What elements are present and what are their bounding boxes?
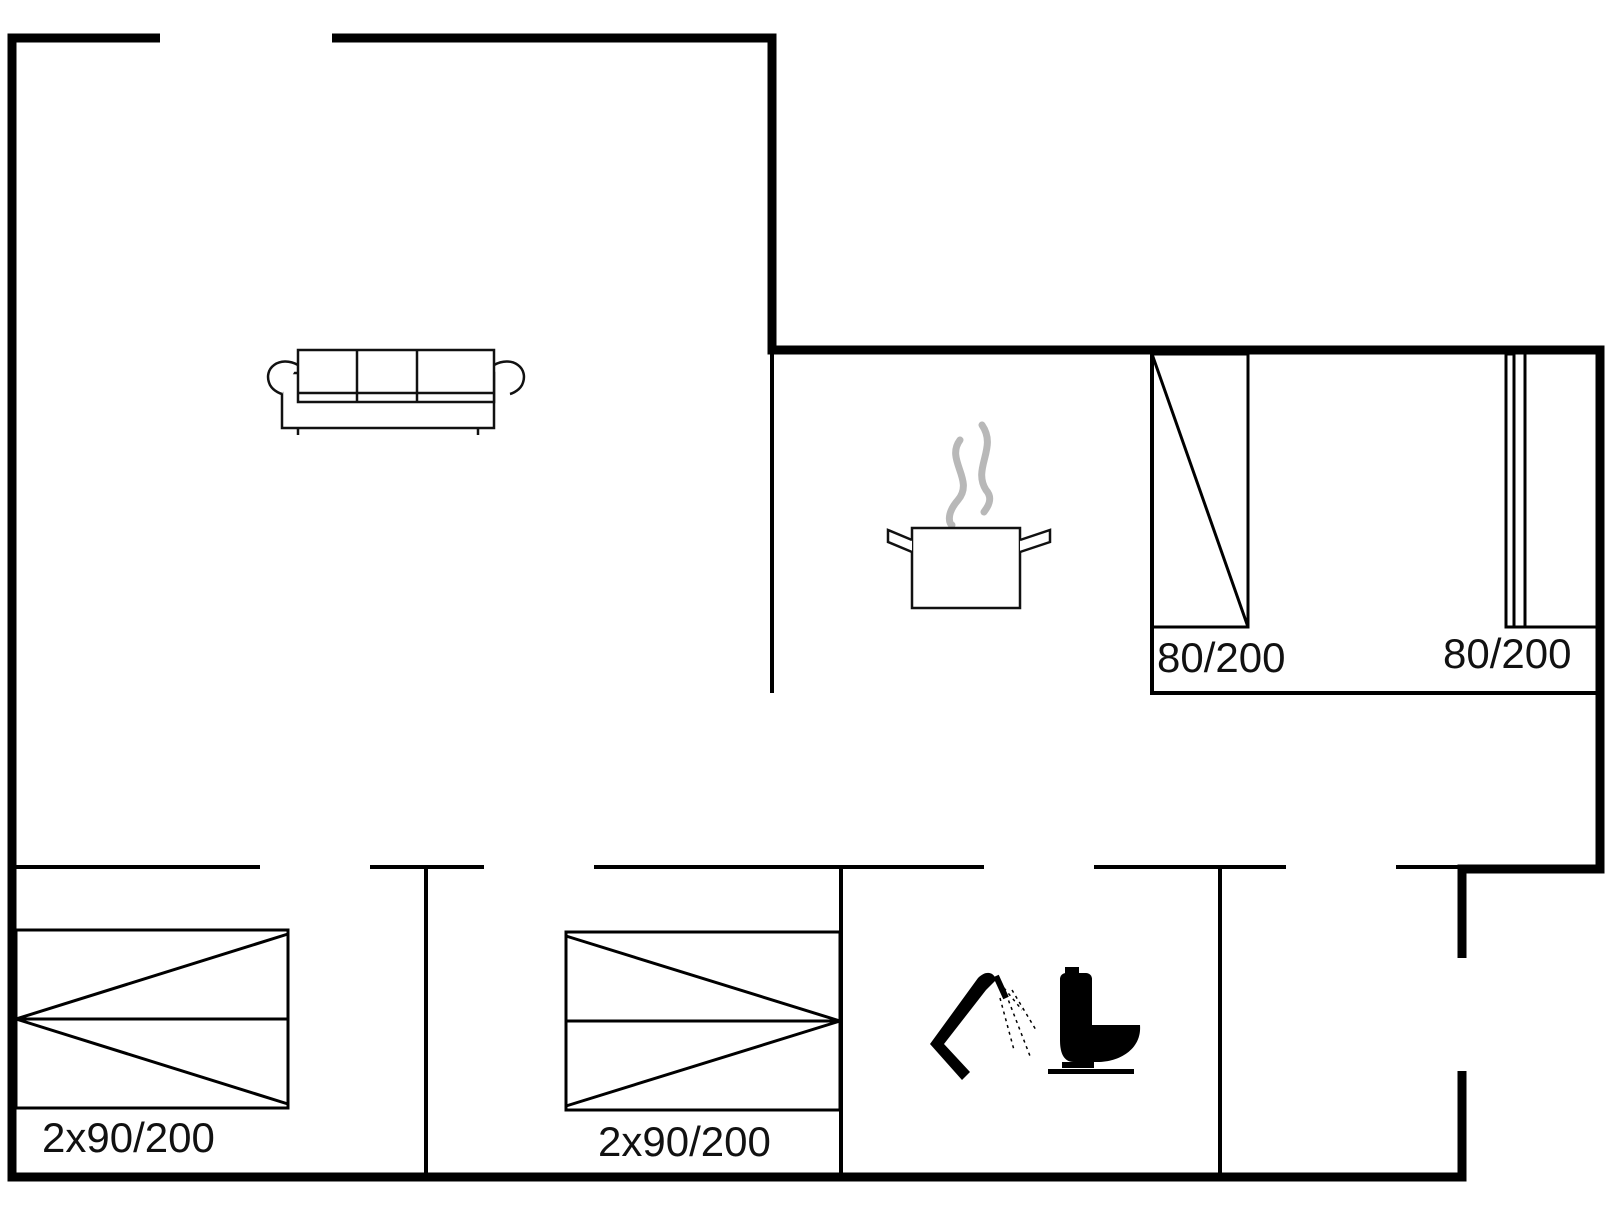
sofa-icon	[266, 348, 526, 435]
toilet-icon	[1048, 967, 1141, 1074]
bed-label-1: 80/200	[1157, 634, 1285, 681]
single-bed-2: 80/200	[1443, 352, 1598, 677]
twin-bed-1: 2x90/200	[14, 928, 290, 1161]
bed-label-4: 2x90/200	[598, 1118, 771, 1165]
cooking-pot-icon	[886, 421, 1052, 610]
bed-label-2: 80/200	[1443, 630, 1571, 677]
shower-icon	[930, 972, 1037, 1080]
interior-walls	[16, 350, 1598, 1173]
twin-bed-2: 2x90/200	[564, 930, 842, 1165]
single-bed-1: 80/200	[1150, 352, 1285, 681]
bed-label-3: 2x90/200	[42, 1114, 215, 1161]
exterior-walls	[7, 33, 1605, 1182]
